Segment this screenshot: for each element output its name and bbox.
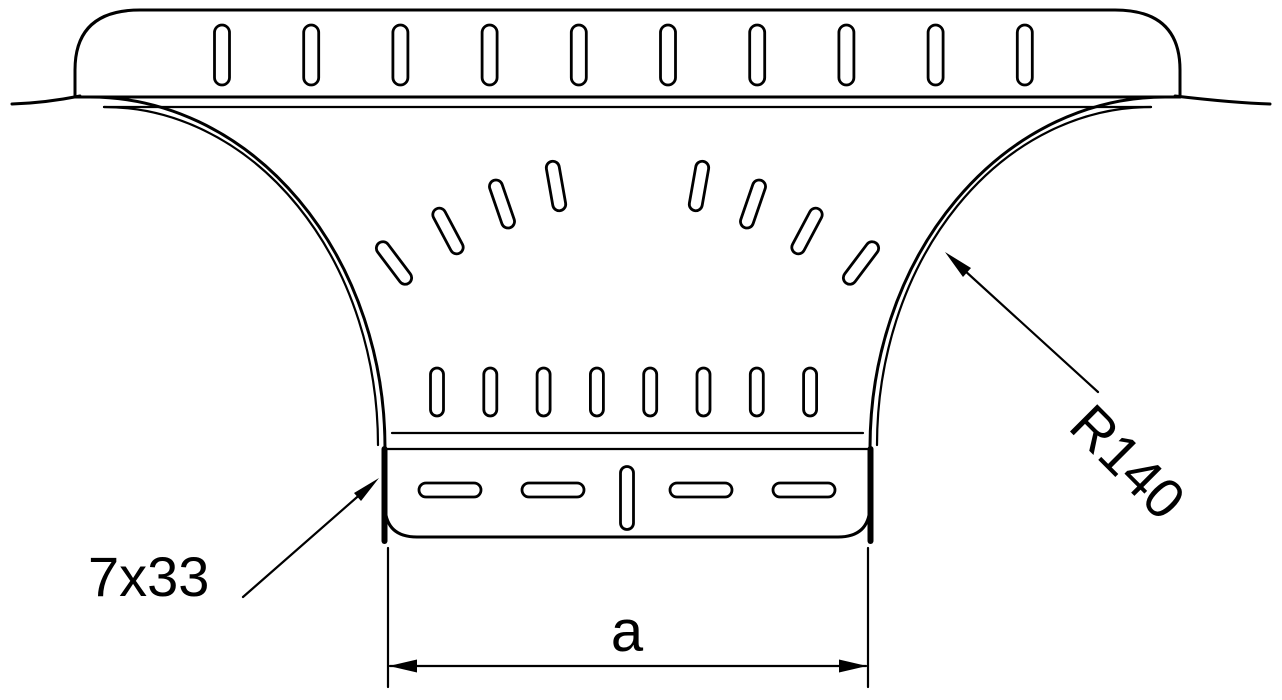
dimension-a: a (386, 546, 870, 689)
slot (302, 23, 321, 87)
bottom-flange (381, 446, 874, 544)
right-bend-outer (868, 95, 1167, 450)
slot (520, 481, 586, 499)
dimension-arrow-left (389, 659, 417, 673)
slot (771, 481, 837, 499)
slot (589, 366, 605, 418)
bottom-flange-outline (383, 450, 872, 539)
slot (802, 366, 818, 418)
slot (739, 178, 767, 230)
leader-line-7x33 (241, 482, 374, 599)
leader-arrow-r140 (945, 252, 971, 277)
slot (841, 240, 881, 286)
slot (391, 23, 410, 87)
main-run (10, 8, 1272, 109)
slot (642, 366, 659, 418)
slot (748, 23, 767, 87)
leader-arrow-7x33 (354, 478, 379, 501)
slot (417, 481, 483, 499)
slot (748, 366, 765, 418)
run-break-right (1173, 94, 1272, 106)
left-bend-outer (88, 95, 387, 450)
slot (790, 206, 824, 256)
dimension-arrow-right (839, 659, 867, 673)
leader-label-7x33: 7x33 (88, 545, 209, 608)
right-bend-inner (875, 105, 1153, 447)
slot (695, 366, 712, 418)
run-break-left (10, 94, 82, 106)
slot (544, 159, 568, 213)
bottom-flange-slots (417, 465, 837, 531)
dimension-label-a: a (611, 599, 644, 664)
slot (213, 23, 231, 87)
slot (480, 23, 499, 87)
slot (374, 240, 414, 286)
slot (619, 465, 635, 531)
slot (659, 23, 677, 87)
slot (569, 23, 588, 87)
leader-7x33: 7x33 (88, 478, 379, 608)
left-bend-inner (102, 105, 380, 447)
top-flange-outline (73, 8, 1182, 99)
tee-body (88, 95, 1167, 451)
slot (926, 23, 945, 87)
slot (488, 178, 516, 230)
slot (431, 206, 465, 256)
leader-line-r140 (950, 257, 1100, 394)
slot (1015, 23, 1034, 87)
slot (687, 159, 711, 213)
slot (535, 366, 552, 418)
slot (482, 366, 499, 418)
slot (837, 23, 856, 87)
slot (429, 366, 445, 418)
branch-web-slots (429, 366, 818, 418)
top-flange-slots (213, 23, 1034, 87)
radius-label-r140: R140 (1058, 392, 1197, 531)
fan-slots (374, 159, 881, 286)
slot (668, 481, 734, 499)
leader-r140: R140 (945, 252, 1197, 531)
